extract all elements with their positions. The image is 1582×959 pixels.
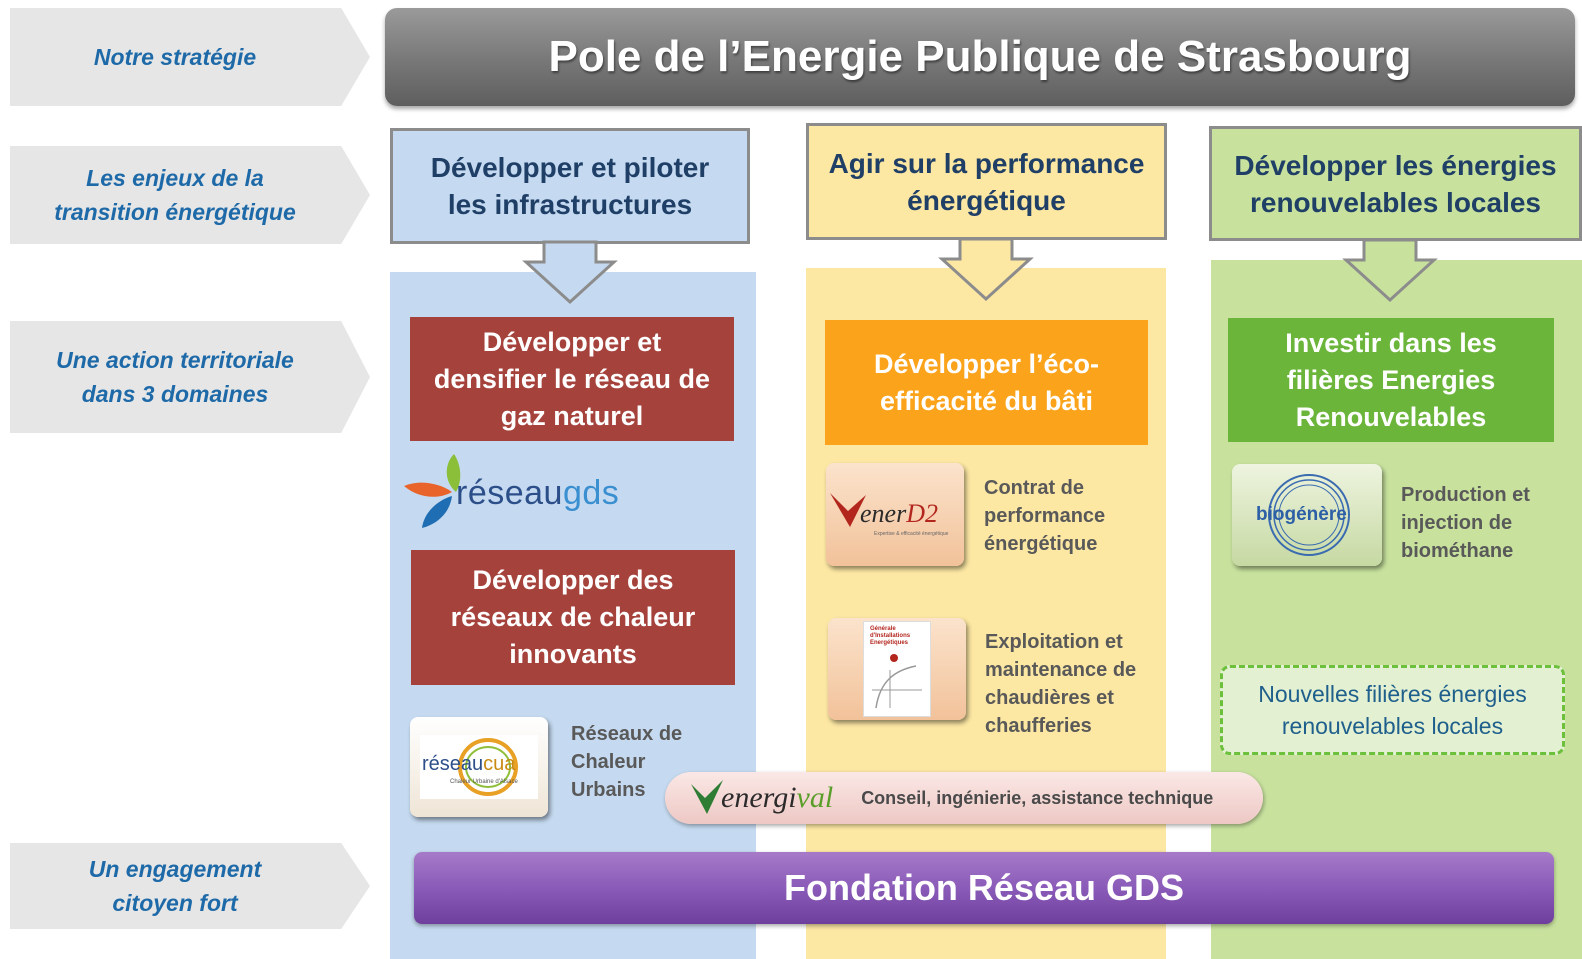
checkmark-icon (691, 780, 723, 814)
row-label-strategie: Notre stratégie (10, 8, 370, 106)
reseaux-desc-line2: Chaleur (571, 751, 646, 773)
objective-renouvelables-line2: renouvelables locales (1249, 186, 1542, 218)
action-chaleur-line3: innovants (509, 639, 637, 669)
enerd2-logo-tile: enerD2 Expertise & efficacité énergétiqu… (826, 463, 964, 566)
row-label-enjeux-line1: Les enjeux de la (86, 165, 264, 191)
gie-emblem-icon (872, 654, 922, 709)
action-enr-line2: filières Energies (1286, 364, 1496, 395)
row-label-engagement-line1: Un engagement (88, 856, 262, 882)
gie-logo-text: Générale d'Installations Energétiques (870, 626, 910, 647)
gie-line1: Générale (870, 626, 896, 632)
butterfly-icon (404, 454, 461, 528)
objective-performance-line2: énergétique (907, 184, 1066, 216)
energival-bar: energival Conseil, ingénierie, assistanc… (665, 772, 1263, 824)
reseaucua-part2: cua (483, 753, 516, 775)
action-chaleur-line2: réseaux de chaleur (450, 602, 696, 632)
row-label-engagement: Un engagement citoyen fort (10, 843, 370, 929)
objective-infrastructures-line1: Développer et piloter (430, 152, 710, 183)
row-label-action-text: Une action territoriale dans 3 domaines (10, 343, 340, 411)
row-label-action-line2: dans 3 domaines (81, 381, 269, 407)
action-gaz-line1: Développer et (482, 326, 662, 357)
biogenere-logo-text: biogénère (1256, 504, 1347, 525)
objective-performance: Agir sur la performance énergétique (806, 123, 1167, 240)
gie-desc-line2: maintenance de (985, 659, 1137, 681)
gie-line2: d'Installations (870, 633, 911, 639)
objective-infrastructures-line2: les infrastructures (447, 189, 693, 220)
header-banner: Pole de l’Energie Publique de Strasbourg (385, 8, 1575, 106)
objective-infrastructures: Développer et piloter les infrastructure… (390, 128, 750, 244)
gie-desc-line3: chaudières et (985, 687, 1114, 709)
energival-logo-part2: val (796, 781, 834, 814)
reseaucua-part1: réseau (422, 753, 484, 775)
action-chaleur-line1: Développer des (472, 565, 674, 595)
gie-desc-line4: chaufferies (985, 715, 1092, 737)
row-label-enjeux: Les enjeux de la transition énergétique (10, 146, 370, 244)
enerd2-desc-line2: performance (984, 505, 1106, 527)
gie-desc-line1: Exploitation et (985, 631, 1123, 653)
down-arrow-icon (938, 237, 1034, 303)
biogenere-desc-line3: biométhane (1401, 540, 1514, 562)
reseaugds-logo: réseaugds (404, 452, 654, 532)
enerd2-description: Contrat de performance énergétique (984, 474, 1105, 558)
objective-renouvelables-line1: Développer les énergies (1234, 149, 1557, 181)
action-gaz-line2: densifier le réseau de (433, 363, 711, 394)
enerd2-part2: D2 (906, 499, 938, 528)
nouvelles-filieres-box: Nouvelles filières énergies renouvelable… (1220, 665, 1565, 755)
reseaux-desc-line1: Réseaux de (571, 723, 683, 745)
action-enr-line1: Investir dans les (1285, 327, 1497, 358)
reseaux-chaleur-description: Réseaux de Chaleur Urbains (571, 720, 682, 804)
ring-icon (458, 738, 518, 796)
enerd2-desc-line3: énergétique (984, 533, 1098, 555)
energival-logo: energival (721, 781, 833, 815)
row-label-action: Une action territoriale dans 3 domaines (10, 321, 370, 433)
gie-line3: Energétiques (870, 640, 909, 646)
action-reseaux-chaleur: Développer des réseaux de chaleur innova… (411, 550, 735, 685)
biogenere-logo-tile: biogénère (1232, 464, 1382, 566)
biogenere-desc-line2: injection de (1401, 512, 1513, 534)
ring-icon (1268, 474, 1350, 556)
biogenere-desc-line1: Production et (1401, 484, 1530, 506)
reseaux-desc-line3: Urbains (571, 779, 646, 801)
row-label-engagement-line2: citoyen fort (112, 890, 238, 916)
reseaucua-tagline: Chaleur Urbaine d'Alsace (450, 779, 518, 785)
energival-logo-part1: energi (721, 781, 797, 814)
row-label-enjeux-line2: transition énergétique (54, 199, 296, 225)
action-eco-line2: efficacité du bâti (879, 385, 1094, 416)
banner-title: Pole de l’Energie Publique de Strasbourg (548, 32, 1412, 81)
gie-logo-tile: Générale d'Installations Energétiques (828, 618, 966, 720)
objective-renouvelables: Développer les énergies renouvelables lo… (1209, 126, 1582, 241)
enerd2-tagline: Expertise & efficacité énergétique (874, 531, 949, 537)
action-eco-efficacite: Développer l’éco- efficacité du bâti (825, 320, 1148, 445)
biogenere-description: Production et injection de biométhane (1401, 481, 1530, 565)
gie-description: Exploitation et maintenance de chaudière… (985, 628, 1136, 740)
reseaucua-logo-tile: réseaucua Chaleur Urbaine d'Alsace (410, 717, 548, 817)
checkmark-icon (830, 493, 866, 527)
row-label-enjeux-text: Les enjeux de la transition énergétique (10, 161, 340, 229)
nouvelles-filieres-line1: Nouvelles filières énergies (1258, 681, 1527, 707)
enerd2-desc-line1: Contrat de (984, 477, 1084, 499)
down-arrow-icon (1342, 238, 1438, 304)
reseaugds-logo-part2: gds (562, 474, 620, 512)
row-label-action-line1: Une action territoriale (56, 347, 294, 373)
enerd2-part1: ener (860, 499, 907, 528)
action-enr-line3: Renouvelables (1295, 401, 1487, 432)
reseaugds-logo-part1: réseau (456, 474, 563, 512)
fondation-title: Fondation Réseau GDS (783, 867, 1185, 908)
energival-description: Conseil, ingénierie, assistance techniqu… (861, 787, 1214, 808)
row-label-engagement-text: Un engagement citoyen fort (10, 852, 340, 920)
nouvelles-filieres-line2: renouvelables locales (1281, 713, 1504, 739)
down-arrow-icon (522, 240, 618, 306)
fondation-banner: Fondation Réseau GDS (414, 852, 1554, 924)
objective-performance-line1: Agir sur la performance (828, 147, 1145, 179)
action-gaz-line3: gaz naturel (500, 400, 644, 431)
action-filieres-enr: Investir dans les filières Energies Reno… (1228, 318, 1554, 442)
row-label-strategie-text: Notre stratégie (93, 44, 257, 70)
action-gaz-naturel: Développer et densifier le réseau de gaz… (410, 317, 734, 441)
action-eco-line1: Développer l’éco- (873, 348, 1100, 379)
